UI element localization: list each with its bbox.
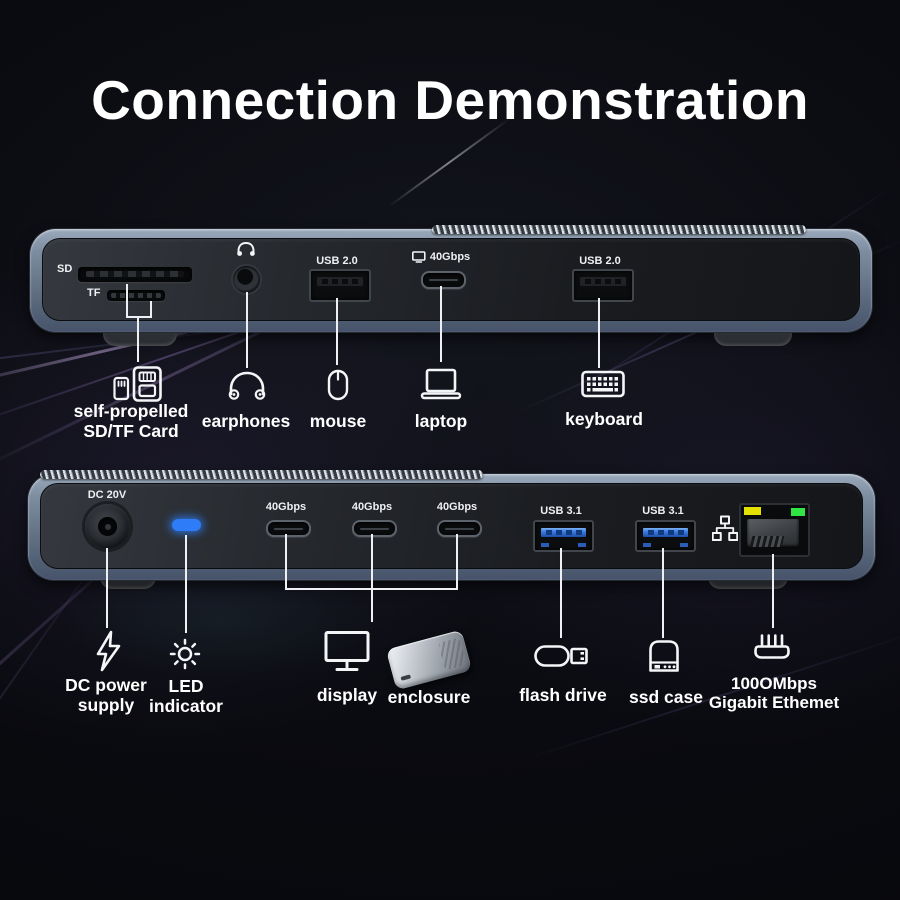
sd-card-slot — [78, 267, 192, 282]
front-usbc-port — [421, 271, 466, 289]
front-usb2-port2-label: USB 2.0 — [579, 255, 621, 267]
page-title: Connection Demonstration — [91, 69, 809, 131]
connector-line-sd — [126, 284, 128, 318]
connector-line-ethernet — [772, 554, 774, 628]
front-usb2-port1 — [309, 269, 371, 302]
ssd-case-icon — [646, 637, 682, 675]
keyboard-icon — [581, 370, 625, 398]
connector-line-laptop — [440, 286, 442, 362]
headphones-icon — [226, 370, 268, 402]
usb31-port1-label: USB 3.1 — [540, 505, 582, 517]
connector-line-earphones — [246, 292, 248, 368]
headphones-icon — [235, 240, 257, 259]
front-usb2-port2 — [572, 269, 634, 302]
dc-port-label: DC 20V — [87, 489, 127, 501]
connector-line-sdtf-join — [126, 316, 152, 318]
device-label-card: self-propelled SD/TF Card — [73, 401, 189, 441]
device-label-ssd-case: ssd case — [629, 687, 703, 707]
usb31-port1 — [533, 520, 594, 552]
connector-line-mouse — [336, 298, 338, 365]
connector-line-ssd — [662, 548, 664, 638]
device-label-earphones: earphones — [201, 411, 291, 431]
device-label-mouse: mouse — [309, 411, 367, 431]
enclosure-usbc-hole — [400, 674, 412, 681]
flash-drive-icon — [533, 641, 591, 671]
connector-line-usbc-join — [285, 588, 458, 590]
device-label-ethernet: 100OMbps Gigabit Ethemet — [708, 674, 840, 712]
device-label-display: display — [316, 685, 378, 705]
device-label-power: DC power supply — [65, 675, 147, 715]
headphone-jack — [233, 266, 260, 293]
device-label-keyboard: keyboard — [565, 409, 643, 429]
connector-line-card — [137, 316, 139, 362]
network-tree-icon — [712, 515, 738, 543]
chassis-rope-edge — [432, 225, 806, 234]
mouse-icon — [327, 369, 349, 401]
brightness-sun-icon — [168, 637, 202, 671]
front-usb2-port1-label: USB 2.0 — [316, 255, 358, 267]
chassis-rope-edge — [40, 470, 483, 479]
monitor-glyph-icon — [412, 251, 426, 263]
connector-line-power — [106, 548, 108, 628]
connector-line-usbc2 — [371, 534, 373, 622]
device-label-enclosure: enclosure — [387, 687, 471, 707]
usbc-port1 — [266, 520, 311, 537]
usb31-port2 — [635, 520, 696, 552]
connector-line-led — [185, 535, 187, 633]
sd-slot-label: SD — [57, 263, 73, 275]
led-indicator-light — [172, 519, 201, 531]
dock-front-panel: SD TF USB 2.0 40Gbps USB 2.0 — [30, 229, 872, 332]
ethernet-router-icon — [753, 633, 791, 665]
ethernet-yellow-led — [744, 507, 761, 515]
tf-card-slot — [107, 290, 165, 301]
connector-line-keyboard — [598, 298, 600, 368]
ethernet-rj45-port — [739, 503, 810, 557]
front-usbc-port-label: 40Gbps — [412, 251, 470, 263]
usb31-port2-label: USB 3.1 — [642, 505, 684, 517]
usbc-port2 — [352, 520, 397, 537]
sd-tf-card-icon — [111, 364, 165, 404]
connector-line-usbc1 — [285, 534, 287, 590]
connector-line-flash — [560, 548, 562, 638]
monitor-icon — [324, 630, 370, 673]
device-label-flash-drive: flash drive — [519, 685, 607, 705]
usbc-port3-label: 40Gbps — [436, 501, 478, 513]
lightning-bolt-icon — [92, 630, 122, 672]
laptop-icon — [419, 367, 463, 401]
dc-power-jack — [85, 504, 130, 549]
usbc-port3 — [437, 520, 482, 537]
ethernet-green-led — [791, 508, 805, 516]
dock-back-panel: DC 20V 40Gbps 40Gbps 40Gbps USB 3.1 USB … — [28, 474, 875, 580]
device-label-laptop: laptop — [414, 411, 468, 431]
usbc-port1-label: 40Gbps — [265, 501, 307, 513]
usbc-port2-label: 40Gbps — [351, 501, 393, 513]
device-label-led: LED indicator — [149, 676, 223, 716]
enclosure-image — [385, 629, 473, 691]
tf-slot-label: TF — [87, 287, 101, 299]
connector-line-usbc3 — [456, 534, 458, 590]
